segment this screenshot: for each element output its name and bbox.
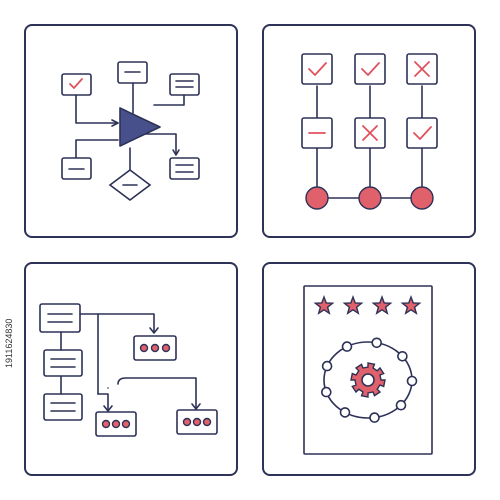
list-box <box>43 349 83 377</box>
rating-settings-icon <box>262 262 476 476</box>
orbit-node <box>341 341 353 352</box>
star-icon <box>400 294 422 315</box>
check-icon <box>413 126 432 140</box>
check-icon <box>69 78 83 89</box>
node-circle <box>305 186 329 210</box>
play-triangle-icon <box>119 107 161 147</box>
check-box <box>406 117 438 149</box>
orbit-node <box>321 360 333 372</box>
gear-hole <box>361 373 375 387</box>
list-box <box>169 157 200 180</box>
star-icon <box>342 294 364 315</box>
node-circle <box>358 186 382 210</box>
star-icon <box>313 294 335 315</box>
hierarchy-drawing <box>39 303 218 437</box>
orbit-nodes <box>320 337 418 423</box>
cross-icon <box>414 61 430 77</box>
flowchart-drawing <box>61 61 200 201</box>
hierarchy-flow-icon <box>24 262 238 476</box>
check-box <box>301 53 333 85</box>
orbit-node <box>369 412 380 423</box>
flowchart-icon <box>24 24 238 238</box>
orbit-node <box>339 407 351 418</box>
cross-icon <box>362 125 378 141</box>
check-icon <box>361 62 380 76</box>
orbit-node <box>371 337 382 349</box>
orbit-node <box>397 351 408 362</box>
star-rating <box>313 294 422 315</box>
node-circle <box>410 186 434 210</box>
list-box <box>43 393 83 421</box>
list-box <box>169 73 200 96</box>
checklist-workflow-icon <box>262 24 476 238</box>
checklist-drawing <box>301 53 438 210</box>
gear-icon <box>350 362 386 398</box>
star-icon <box>371 294 393 315</box>
orbit-node <box>395 399 407 411</box>
rating-drawing <box>303 285 433 455</box>
list-box <box>39 303 81 333</box>
check-icon <box>308 62 327 76</box>
orbit-node <box>406 375 418 387</box>
orbit-node <box>320 386 332 398</box>
stock-id: 1911624830 <box>4 318 14 368</box>
check-box <box>354 53 386 85</box>
